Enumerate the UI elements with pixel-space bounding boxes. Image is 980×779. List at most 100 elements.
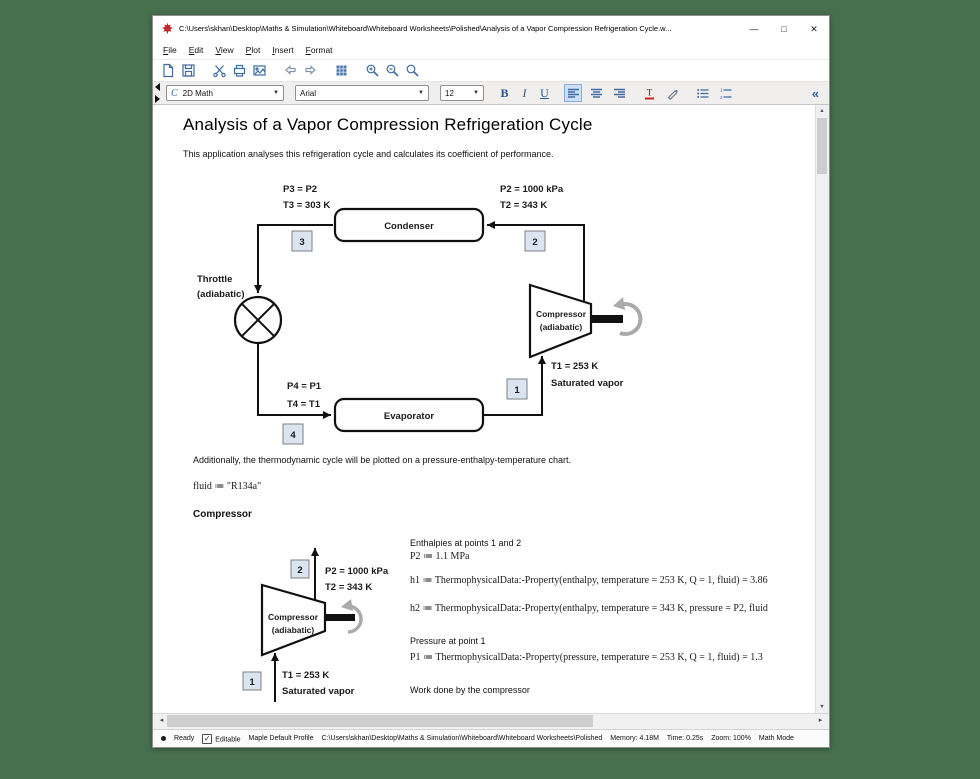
align-left-button[interactable] xyxy=(564,84,582,102)
scroll-left-icon[interactable]: ◂ xyxy=(159,717,164,724)
font-size-dropdown[interactable]: 12 ▼ xyxy=(440,85,484,101)
intro-text: This application analyses this refrigera… xyxy=(183,149,554,159)
math-column: Enthalpies at points 1 and 2 P2 ≔ 1.1 MP… xyxy=(410,538,812,695)
menu-insert[interactable]: Insert xyxy=(272,45,294,55)
export-image-icon[interactable] xyxy=(250,62,268,79)
scroll-up-icon[interactable]: ▲ xyxy=(819,108,825,114)
zoom-reset-icon[interactable] xyxy=(403,62,421,79)
h2-assignment[interactable]: h2 ≔ ThermophysicalData:-Property(enthal… xyxy=(410,603,768,614)
toolbar-grip[interactable] xyxy=(155,83,160,103)
maple-leaf-icon xyxy=(162,22,173,35)
menu-format[interactable]: Format xyxy=(305,45,333,55)
compressor-label-2: (adiabatic) xyxy=(272,625,315,635)
menu-bar: File Edit View Plot Insert Format xyxy=(153,41,829,60)
evaporator-label: Evaporator xyxy=(384,411,434,422)
state-box-2-label: 2 xyxy=(297,565,302,576)
style-icon: C xyxy=(171,87,178,99)
t1-label: T1 = 253 K xyxy=(551,361,598,372)
menu-view[interactable]: View xyxy=(215,45,234,55)
rotation-arrow-icon xyxy=(347,604,363,634)
collapse-toolbar-button[interactable]: « xyxy=(811,85,819,101)
p4-label: P4 = P1 xyxy=(287,381,322,392)
compressor-symbol xyxy=(260,583,327,657)
vertical-scroll-thumb[interactable] xyxy=(817,118,827,174)
menu-plot[interactable]: Plot xyxy=(245,45,261,55)
new-document-icon[interactable] xyxy=(159,62,177,79)
style-value: 2D Math xyxy=(182,88,213,98)
worksheet[interactable]: Analysis of a Vapor Compression Refriger… xyxy=(153,105,816,713)
compressor-label-1: Compressor xyxy=(536,309,587,319)
zoom-in-icon[interactable] xyxy=(363,62,381,79)
underline-button[interactable]: U xyxy=(540,85,549,100)
title-bar: C:\Users\skhan\Desktop\Maths & Simulatio… xyxy=(153,16,829,41)
line-throttle-to-evaporator xyxy=(257,343,331,419)
maximize-button[interactable]: □ xyxy=(781,23,787,34)
align-right-button[interactable] xyxy=(610,84,628,102)
t1-label: T1 = 253 K xyxy=(282,670,329,681)
window-title: C:\Users\skhan\Desktop\Maths & Simulatio… xyxy=(179,24,672,33)
cut-icon[interactable] xyxy=(210,62,228,79)
menu-file[interactable]: File xyxy=(163,45,177,55)
minimize-button[interactable]: — xyxy=(749,23,759,34)
italic-button[interactable]: I xyxy=(522,85,527,100)
condenser-box xyxy=(333,207,485,243)
svg-text:T: T xyxy=(646,87,652,97)
zoom-out-icon[interactable] xyxy=(383,62,401,79)
scroll-right-icon[interactable]: ▸ xyxy=(818,717,823,724)
align-center-button[interactable] xyxy=(587,84,605,102)
state-box-3 xyxy=(291,230,313,252)
p2-assignment[interactable]: P2 ≔ 1.1 MPa xyxy=(410,551,470,562)
zoom-status: Zoom: 100% xyxy=(711,735,751,742)
rotation-arrow-head xyxy=(341,599,353,611)
checkbox-checked-icon: ✓ xyxy=(202,733,213,744)
table-icon[interactable] xyxy=(332,62,350,79)
maple-window: C:\Users\skhan\Desktop\Maths & Simulatio… xyxy=(152,15,830,748)
mode-status: Math Mode xyxy=(758,735,794,742)
align-right-icon xyxy=(613,88,625,98)
work-caption: Work done by the compressor xyxy=(410,685,530,695)
pen-icon xyxy=(667,89,678,100)
text-color-button[interactable]: T xyxy=(640,84,658,102)
scroll-down-icon[interactable]: ▼ xyxy=(819,704,825,710)
status-bar: Ready ✓Editable Maple Default Profile C:… xyxy=(153,729,829,747)
save-icon[interactable] xyxy=(179,62,197,79)
main-toolbar xyxy=(153,60,829,82)
fluid-assignment[interactable]: fluid ≔ "R134a" xyxy=(193,481,262,492)
font-dropdown[interactable]: Arial ▼ xyxy=(295,85,429,101)
state-box-4 xyxy=(282,423,304,445)
p1-assignment[interactable]: P1 ≔ ThermophysicalData:-Property(pressu… xyxy=(410,652,763,663)
ready-status: Ready xyxy=(174,735,195,742)
throttle-label-2: (adiabatic) xyxy=(197,289,245,300)
horizontal-scrollbar[interactable]: ◂ ▸ xyxy=(153,713,829,729)
line-evaporator-to-compressor xyxy=(483,356,546,416)
h1-assignment[interactable]: h1 ≔ ThermophysicalData:-Property(enthal… xyxy=(410,575,768,586)
t2-label: T2 = 343 K xyxy=(325,582,372,593)
t3-label: T3 = 303 K xyxy=(283,200,330,211)
format-bar: C 2D Math ▼ Arial ▼ 12 ▼ B I U T xyxy=(153,82,829,105)
vertical-scrollbar[interactable]: ▲ ▼ xyxy=(815,105,829,713)
content-area: Analysis of a Vapor Compression Refriger… xyxy=(153,105,829,713)
state-box-4-label: 4 xyxy=(290,430,296,441)
throttle-label-1: Throttle xyxy=(197,274,232,285)
bullet-list-button[interactable] xyxy=(693,84,711,102)
style-dropdown[interactable]: C 2D Math ▼ xyxy=(166,85,284,101)
menu-edit[interactable]: Edit xyxy=(188,45,204,55)
font-value: Arial xyxy=(300,88,317,98)
bold-button[interactable]: B xyxy=(500,85,509,100)
horizontal-scroll-thumb[interactable] xyxy=(167,715,593,727)
close-button[interactable]: ✕ xyxy=(810,23,818,34)
print-icon[interactable] xyxy=(230,62,248,79)
state-box-2 xyxy=(290,559,310,579)
compressor-label-2: (adiabatic) xyxy=(540,322,583,332)
editable-toggle[interactable]: ✓Editable xyxy=(202,733,241,744)
condenser-label: Condenser xyxy=(384,221,434,232)
chevron-down-icon: ▼ xyxy=(273,90,279,96)
undo-icon[interactable] xyxy=(281,62,299,79)
saturated-vapor-label: Saturated vapor xyxy=(282,686,355,697)
redo-icon[interactable] xyxy=(301,62,319,79)
chevron-down-icon: ▼ xyxy=(418,90,424,96)
rotation-arrow-icon xyxy=(619,302,643,336)
bullet-list-icon xyxy=(696,88,708,98)
highlight-pen-button[interactable] xyxy=(663,84,681,102)
